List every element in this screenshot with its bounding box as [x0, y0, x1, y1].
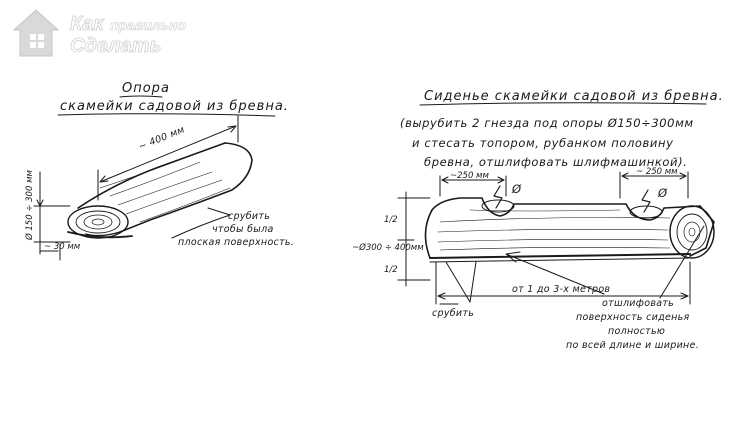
- logo-word-sdelat: Сделать: [70, 35, 161, 57]
- seat-right-socket-label: ~ 250 мм: [636, 167, 678, 177]
- house-icon: [12, 9, 60, 57]
- seat-half-top: 1/2: [384, 215, 398, 225]
- seat-instr-1: (вырубить 2 гнезда под опоры Ø150÷300мм: [400, 116, 694, 130]
- seat-log: [424, 197, 715, 263]
- logo-word-kak: Как: [70, 13, 104, 35]
- support-cut-dim: ~ 30 мм: [39, 242, 81, 261]
- seat-polish-4: по всей длине и ширине.: [566, 340, 699, 351]
- seat-polish-2: поверхность сиденья: [576, 312, 690, 323]
- support-note-3: плоская поверхность.: [178, 237, 294, 248]
- support-title-2: скамейки садовой из бревна.: [60, 99, 289, 114]
- seat-length-dim: от 1 до 3-х метров: [435, 261, 691, 305]
- seat-polish-callout: отшлифовать поверхность сиденья полность…: [505, 225, 705, 351]
- support-note-1: срубить: [228, 211, 270, 222]
- logo-word-pravilno: правильно: [110, 17, 186, 33]
- seat-left-socket-label: ~250 мм: [450, 171, 489, 181]
- seat-cut-callout: срубить: [432, 261, 477, 319]
- support-drawing: Опора скамейки садовой из бревна.: [24, 81, 294, 261]
- support-diameter-dim: Ø 150 ÷ 300 мм: [24, 170, 71, 255]
- seat-polish-1: отшлифовать: [602, 298, 674, 309]
- seat-title: Сиденье скамейки садовой из бревна.: [424, 89, 724, 104]
- seat-diameter-label: ~Ø300 ÷ 400мм: [352, 242, 424, 253]
- support-cut-label: ~ 30 мм: [44, 242, 81, 252]
- support-log: [67, 142, 253, 239]
- seat-length-label: от 1 до 3-х метров: [512, 284, 610, 295]
- site-logo[interactable]: Как правильно Сделать: [12, 9, 187, 57]
- seat-phi-right: Ø: [657, 186, 668, 200]
- seat-polish-3: полностью: [608, 326, 665, 337]
- seat-instr-3: бревна, отшлифовать шлифмашинкой).: [424, 155, 687, 169]
- support-length-label: ~ 400 мм: [137, 124, 186, 153]
- seat-right-socket-dim: ~ 250 мм: [619, 167, 689, 199]
- seat-left-socket-dim: ~250 мм: [439, 171, 507, 197]
- seat-phi-left: Ø: [511, 182, 522, 196]
- seat-half-bottom: 1/2: [384, 265, 398, 275]
- support-note-2: чтобы была: [212, 224, 274, 235]
- seat-drawing: Сиденье скамейки садовой из бревна. (выр…: [352, 89, 724, 351]
- seat-instr-2: и стесать топором, рубанком половину: [412, 136, 674, 150]
- support-title-1: Опора: [122, 81, 170, 96]
- support-diameter-label: Ø 150 ÷ 300 мм: [24, 170, 35, 241]
- seat-diameter-dim: 1/2 1/2 ~Ø300 ÷ 400мм: [352, 191, 431, 287]
- seat-cut-label: срубить: [432, 308, 474, 319]
